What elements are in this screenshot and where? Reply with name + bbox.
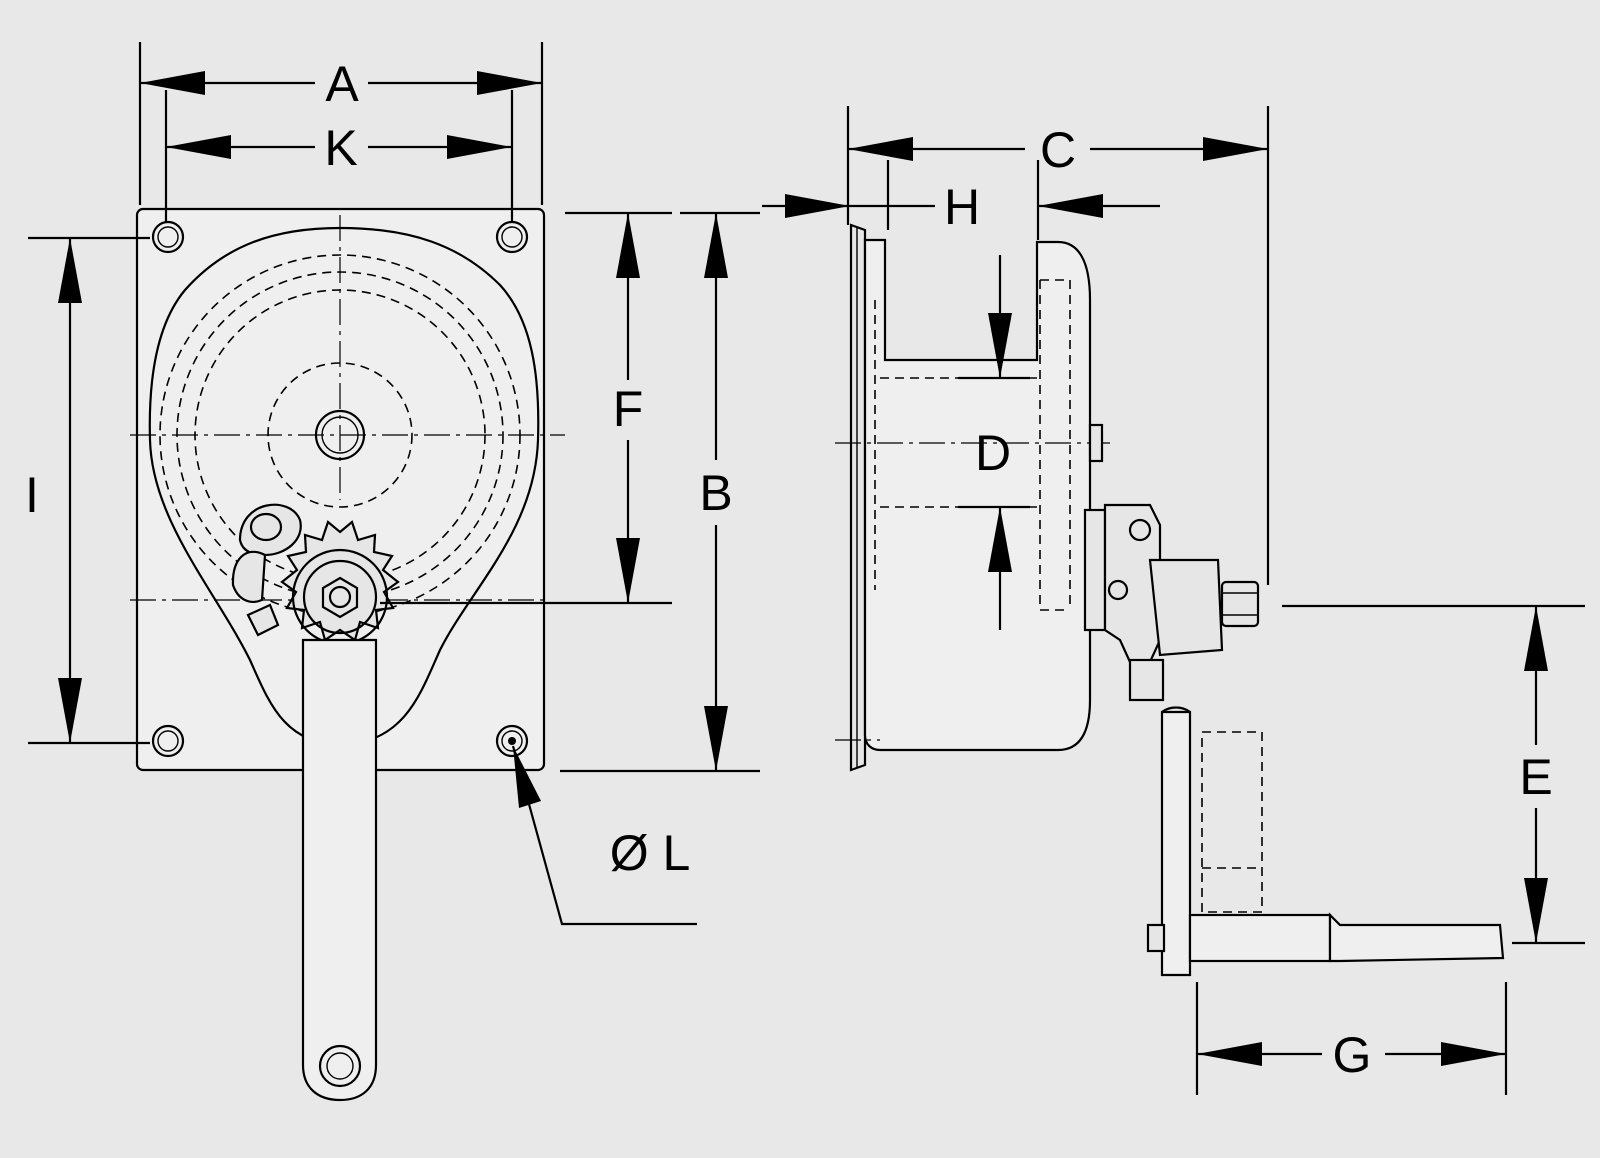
dimension-e: E bbox=[1282, 604, 1585, 945]
label-e: E bbox=[1519, 749, 1552, 805]
label-g: G bbox=[1333, 1027, 1372, 1083]
side-drum-body bbox=[863, 238, 1092, 752]
side-view bbox=[835, 223, 1505, 977]
label-h: H bbox=[944, 179, 980, 235]
crank-handle bbox=[301, 638, 378, 1102]
label-f: F bbox=[613, 381, 644, 437]
dimension-l: Ø L bbox=[511, 745, 697, 926]
dimension-k: K bbox=[164, 90, 514, 222]
label-k: K bbox=[324, 120, 357, 176]
label-c: C bbox=[1040, 122, 1076, 178]
side-crank-handle bbox=[1146, 706, 1505, 977]
mounting-holes bbox=[151, 220, 529, 758]
ratchet-pawl bbox=[231, 503, 302, 637]
dimension-c: C bbox=[846, 106, 1270, 585]
dimension-d: D bbox=[958, 255, 1030, 630]
dimension-b: B bbox=[560, 211, 760, 773]
dimension-i: I bbox=[25, 236, 150, 745]
label-l: Ø L bbox=[610, 825, 691, 881]
label-a: A bbox=[325, 56, 359, 112]
label-b: B bbox=[699, 465, 732, 521]
dimension-h: H bbox=[762, 160, 1160, 240]
dimension-a: A bbox=[138, 42, 544, 205]
ratchet-gear bbox=[280, 520, 400, 646]
dimension-g: G bbox=[1195, 982, 1508, 1095]
front-view bbox=[130, 207, 565, 1102]
side-ratchet-assembly bbox=[1083, 503, 1260, 702]
label-d: D bbox=[975, 425, 1011, 481]
side-flange bbox=[849, 223, 867, 772]
dimension-f: F bbox=[380, 211, 672, 605]
label-i: I bbox=[25, 467, 39, 523]
